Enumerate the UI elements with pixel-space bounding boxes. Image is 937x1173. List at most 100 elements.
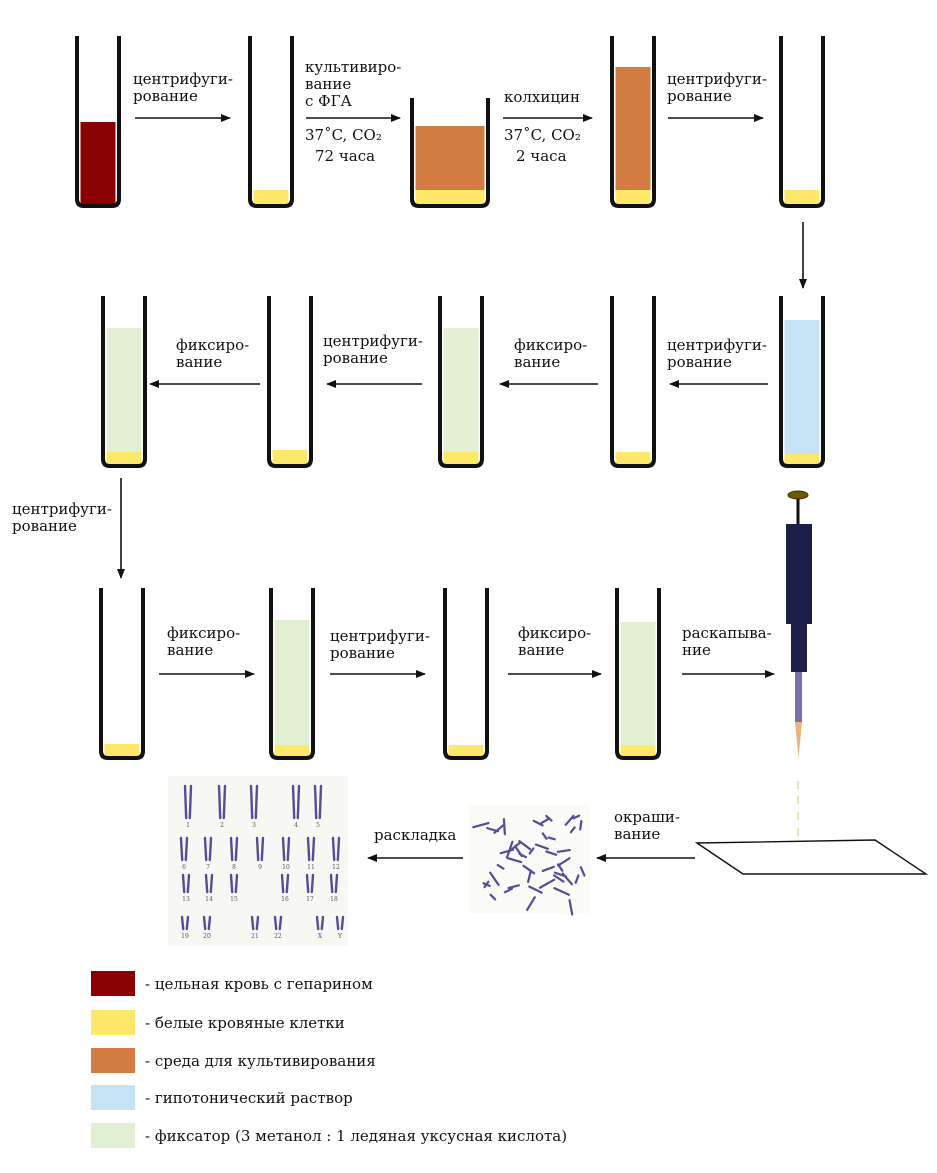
karyotype-number: 17	[306, 896, 314, 903]
step-label-fixation: вание	[167, 641, 213, 659]
spread-chromosome	[541, 865, 555, 873]
karyotype-chromosome	[249, 784, 254, 820]
white-cells-layer	[620, 745, 656, 756]
karyotype-chromosome	[250, 915, 255, 931]
legend-swatch	[91, 1123, 135, 1148]
step-label-fixation: вание	[176, 353, 222, 371]
karyotype-chromosome	[186, 873, 191, 894]
step-label-centrifuge: центрифуги-	[330, 627, 430, 645]
karyotype-chromosome	[329, 873, 334, 894]
pipette-tip	[795, 722, 802, 758]
karyotype-chromosome	[209, 873, 214, 894]
white-cells-layer	[784, 454, 820, 464]
tube-row2-3	[438, 296, 484, 468]
spread-chromosome	[522, 864, 536, 875]
karyotype-chromosome	[296, 784, 301, 820]
spread-chromosome	[528, 847, 535, 855]
karyotype-chromosome	[188, 784, 193, 820]
tube-centrifuged-2	[779, 36, 825, 208]
karyotype-chromosome	[313, 784, 318, 820]
tube-row2-2	[267, 296, 313, 468]
pipette-body	[786, 524, 812, 624]
karyotype-number: 9	[258, 864, 262, 871]
step-label-fixation: фиксиро-	[176, 336, 249, 354]
tube-row3-3	[443, 588, 489, 760]
karyotype-number: 14	[205, 896, 213, 903]
spread-chromosome	[532, 819, 544, 827]
white-cells-layer	[443, 452, 479, 464]
tube-colchicine	[610, 36, 656, 208]
pipette-nozzle	[795, 672, 802, 722]
spread-background	[468, 805, 590, 913]
spread-chromosome	[499, 848, 515, 855]
step-label-karyotyping: раскладка	[374, 826, 456, 844]
spread-chromosome	[526, 869, 532, 884]
legend-label: - среда для культивирования	[145, 1052, 376, 1070]
step-label-fixation: вание	[518, 641, 564, 659]
spread-chromosome	[489, 893, 497, 901]
step-label-centrifuge: центрифуги-	[667, 336, 767, 354]
karyotype-chromosome	[331, 836, 336, 862]
step-label-centrifuge: центрифуги-	[12, 500, 112, 518]
karyotype-chromosome	[229, 873, 234, 894]
step-label-centrifuge: рование	[330, 644, 395, 662]
step-label-culture-conditions: 72 часа	[315, 147, 375, 165]
spread-chromosome	[540, 817, 551, 825]
spread-chromosome	[579, 866, 586, 877]
karyotype-number: 8	[232, 864, 236, 871]
tube-row2-4	[610, 296, 656, 468]
spread-chromosome	[506, 857, 523, 864]
white-cells-layer	[615, 190, 651, 204]
karyotype-chromosome	[278, 915, 283, 931]
spread-chromosome	[502, 817, 506, 836]
spread-chromosome	[556, 857, 571, 867]
tube-row3-4	[615, 588, 661, 760]
step-label-centrifuge: центрифуги-	[133, 70, 233, 88]
karyotype-chromosome	[306, 836, 311, 862]
tube-outline	[610, 36, 656, 208]
tube-outline	[99, 588, 145, 760]
karyotype-number: Y	[337, 933, 343, 940]
step-label-colchicine: колхицин	[504, 88, 580, 106]
spread-chromosome	[564, 814, 575, 826]
microscope-slide	[694, 839, 929, 875]
tube-centrifuged	[248, 36, 294, 208]
spread-chromosome	[496, 863, 505, 870]
spread-chromosome	[534, 843, 550, 850]
karyotype-chromosome	[185, 915, 190, 931]
pipette	[786, 490, 812, 836]
white-cells-layer	[448, 745, 484, 756]
karyotype-chromosome	[207, 915, 212, 931]
karyotype-chromosome	[202, 915, 207, 931]
spread-chromosome	[553, 874, 565, 883]
tube-outline	[269, 588, 315, 760]
step-label-culture: вание	[305, 75, 351, 93]
white-cells-layer	[615, 452, 651, 464]
karyotype-number: 16	[281, 896, 289, 903]
spread-chromosome	[568, 899, 574, 916]
spread-chromosome	[482, 882, 491, 888]
step-label-staining: вание	[614, 825, 660, 843]
karyotype-chromosome	[234, 836, 239, 862]
karyotype-chromosome	[310, 873, 315, 894]
karyotype-chromosome	[273, 915, 278, 931]
fixative-layer	[274, 620, 310, 745]
tube-outline	[615, 588, 661, 760]
karyotype-number: 11	[307, 864, 315, 871]
white-cells-layer	[415, 190, 485, 204]
karyotype-number: 18	[330, 896, 338, 903]
white-cells-layer	[784, 190, 820, 204]
tube-outline	[610, 296, 656, 468]
spread-chromosome	[574, 874, 580, 884]
slide-glass	[694, 839, 929, 875]
karyotype-chromosome	[315, 915, 320, 931]
tube-hypotonic	[779, 296, 825, 468]
spread-chromosome	[489, 871, 500, 886]
karyotype-number: 19	[181, 933, 189, 940]
hypotonic-layer	[784, 320, 820, 454]
karyotype-chromosome	[184, 836, 189, 862]
spread-chromosome	[541, 832, 548, 840]
karyotype-chromosome	[208, 836, 213, 862]
